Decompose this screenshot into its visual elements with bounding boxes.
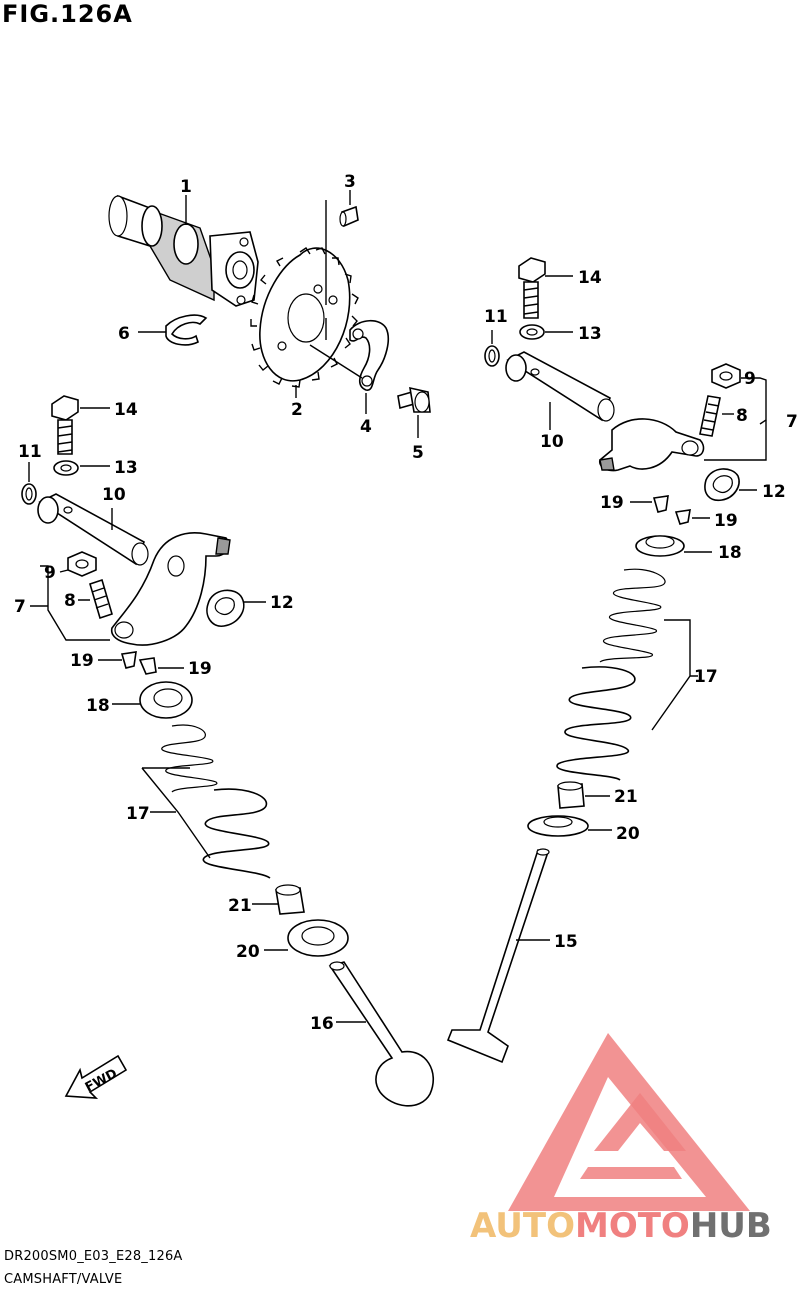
outer-spring-17-left-part [202, 788, 271, 879]
bolt-14-left-part [51, 395, 79, 455]
watermark-hub: HUB [689, 1206, 772, 1246]
cotter-19-right-b-part [674, 509, 691, 525]
circlip-part [165, 314, 208, 346]
section-name: CAMSHAFT/VALVE [4, 1272, 123, 1287]
retainer-18-right-part [635, 535, 685, 557]
gasket-12-right-part [704, 468, 740, 502]
callout-19-left-b: 19 [188, 659, 212, 679]
callout-8-left: 8 [64, 591, 76, 611]
callout-21-right: 21 [614, 787, 638, 807]
dowel-pin-part [339, 205, 359, 228]
watermark-auto: AUTO [470, 1206, 575, 1246]
sprocket-bolt-part [397, 386, 431, 413]
oring-11-left-part [21, 483, 37, 505]
adjust-screw-8-right-part [699, 395, 721, 437]
outer-spring-17-right-part [556, 666, 636, 781]
callout-19-right-b: 19 [714, 511, 738, 531]
inner-spring-17-right-part [599, 568, 666, 663]
oring-11-right-part [484, 345, 500, 367]
spring-seat-20-right-part [527, 815, 589, 837]
valve-stem-seal-21-right-part [557, 781, 585, 809]
callout-3: 3 [344, 172, 356, 192]
adjust-screw-8-left-part [89, 578, 113, 620]
callout-12-left: 12 [270, 593, 294, 613]
rocker-shaft-10-left-part [37, 493, 149, 566]
cotter-19-left-a-part [120, 651, 137, 669]
callout-17-right: 17 [694, 667, 718, 687]
callout-19-right-a: 19 [600, 493, 624, 513]
callout-9-right: 9 [744, 369, 756, 389]
inner-spring-17-left-part [161, 724, 218, 793]
callout-6: 6 [118, 324, 130, 344]
intake-valve-16-part [328, 961, 435, 1107]
callout-13-left: 13 [114, 458, 138, 478]
callout-9-left: 9 [44, 563, 56, 583]
callout-14-right: 14 [578, 268, 602, 288]
spring-seat-20-left-part [287, 919, 349, 957]
rocker-arm-7-right-part [599, 418, 705, 472]
callout-10-right: 10 [540, 432, 564, 452]
callout-1: 1 [180, 177, 192, 197]
callout-17-left: 17 [126, 804, 150, 824]
camshaft-part [108, 194, 259, 307]
nut-9-right-part [711, 363, 741, 389]
callout-7-right: 7 [786, 412, 798, 432]
cotter-19-right-a-part [652, 495, 669, 513]
exhaust-valve-15-part [446, 848, 550, 1064]
callout-20-right: 20 [616, 824, 640, 844]
automotohub-logo-icon [508, 1033, 750, 1211]
callout-4: 4 [360, 417, 372, 437]
figure-title: FIG.126A [2, 0, 133, 28]
callout-10-left: 10 [102, 485, 126, 505]
callout-7-left: 7 [14, 597, 26, 617]
forward-arrow-icon [64, 1054, 128, 1099]
callout-11-left: 11 [18, 442, 42, 462]
gasket-12-left-part [206, 589, 245, 627]
valve-stem-seal-21-left-part [275, 884, 305, 915]
washer-13-left-part [53, 460, 79, 476]
washer-13-right-part [519, 324, 545, 340]
model-code: DR200SM0_E03_E28_126A [4, 1249, 183, 1264]
nut-9-left-part [67, 551, 97, 577]
watermark-text: AUTOMOTOHUB [470, 1206, 772, 1246]
retainer-18-left-part [139, 681, 193, 719]
callout-8-right: 8 [736, 406, 748, 426]
callout-13-right: 13 [578, 324, 602, 344]
callout-18-right: 18 [718, 543, 742, 563]
callout-5: 5 [412, 443, 424, 463]
callout-16: 16 [310, 1014, 334, 1034]
callout-14-left: 14 [114, 400, 138, 420]
callout-12-right: 12 [762, 482, 786, 502]
callout-2: 2 [291, 400, 303, 420]
cam-sprocket-part [250, 247, 359, 388]
rocker-arm-7-left-part [110, 532, 231, 646]
watermark-moto: MOTO [574, 1206, 690, 1246]
cotter-19-left-b-part [138, 657, 157, 675]
callout-19-left-a: 19 [70, 651, 94, 671]
callout-11-right: 11 [484, 307, 508, 327]
rocker-shaft-10-right-part [505, 351, 615, 422]
chain-guide-part [349, 319, 390, 391]
callout-18-left: 18 [86, 696, 110, 716]
callout-15: 15 [554, 932, 578, 952]
callout-21-left: 21 [228, 896, 252, 916]
callout-20-left: 20 [236, 942, 260, 962]
bolt-14-right-part [518, 257, 546, 319]
